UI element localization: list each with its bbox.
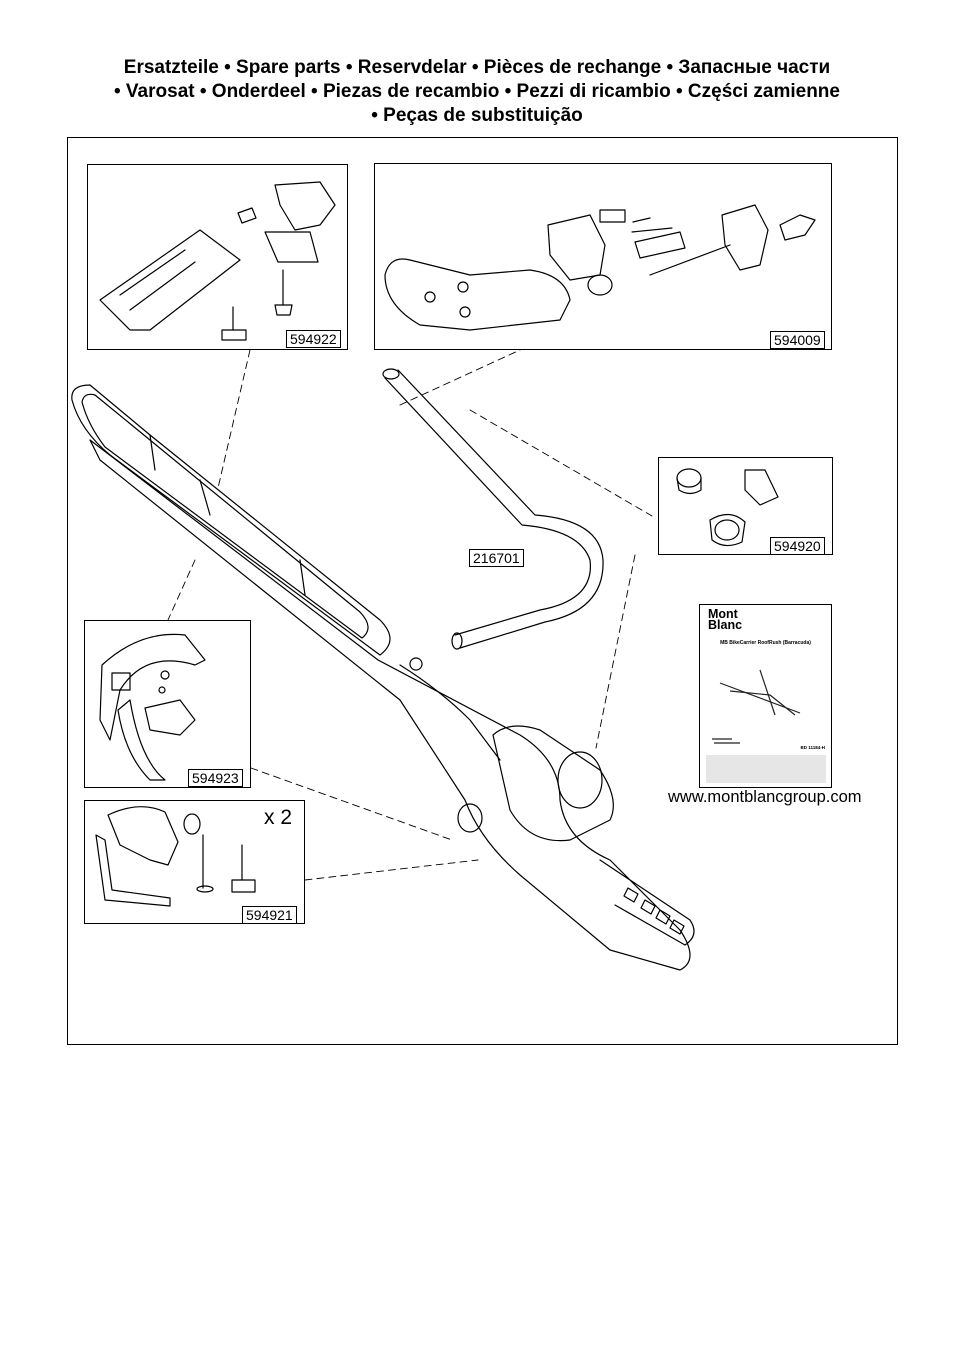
part-box-594922 [87,164,348,350]
parts-594923 [99,633,206,781]
page-title: Ersatzteile • Spare parts • Reservdelar … [0,56,954,128]
part-number-594009: 594009 [770,331,825,349]
parts-594009 [384,204,816,331]
parts-594921 [95,806,256,907]
title-line-1: Ersatzteile • Spare parts • Reservdelar … [123,57,831,78]
part-number-594922: 594922 [286,330,341,348]
quantity-multiplier: x 2 [264,806,293,829]
diagram-frame [67,137,898,1045]
part-number-216701: 216701 [469,549,524,567]
leader-lines [167,349,653,881]
title-line-2: • Varosat • Onderdeel • Piezas de recamb… [114,81,840,102]
manual-language-list [706,755,826,783]
title-line-3: • Peças de substituição [371,105,583,126]
brand-logo: Mont Blanc [708,607,743,632]
part-number-594921: 594921 [242,906,297,924]
part-box-594921 [84,800,305,924]
part-box-594923 [84,620,251,788]
part-number-594923: 594923 [188,769,243,787]
manual-illustration [712,669,801,744]
parts-594922 [99,181,336,341]
manual-code: BD 11184-H [800,745,825,750]
carrier-rail [71,384,695,971]
manual-product-name: MB BikeCarrier RoofRush (Barracuda) [720,640,811,646]
parts-594920 [676,468,779,547]
website-url: www.montblancgroup.com [668,788,862,806]
part-number-594920: 594920 [770,537,825,555]
bent-tube-216701 [382,368,604,650]
instruction-manual-thumbnail: Mont Blanc MB BikeCarrier RoofRush (Barr… [699,604,832,788]
